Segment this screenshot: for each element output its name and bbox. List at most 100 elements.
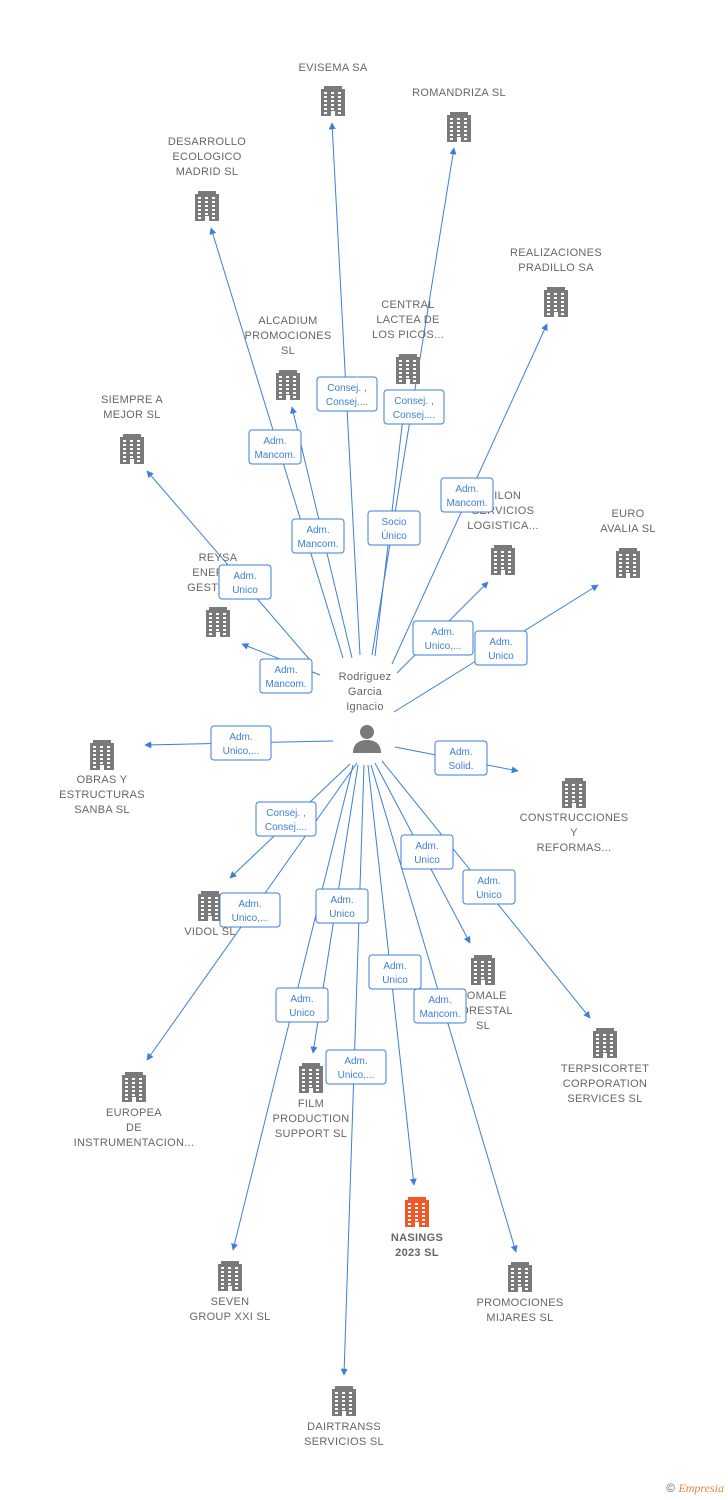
relation-box [259,658,313,694]
company-name-line: EVISEMA SA [298,62,367,74]
company-node-europea[interactable]: EUROPEADEINSTRUMENTACION... [74,1072,195,1149]
center-name-line: Garcia [348,686,383,698]
building-icon [195,191,219,221]
relation-label-line: Consej. , [266,808,305,819]
company-node-seven[interactable]: SEVEN GROUP XXI SL [189,1261,270,1323]
relation-label-evisema[interactable]: Consej. ,Consej.... [316,376,378,412]
building-icon [206,607,230,637]
relation-label-line: Consej. , [327,383,366,394]
relation-box [434,740,488,776]
company-name-line: REYSA [199,552,238,564]
relation-label-line: Adm. [229,732,252,743]
relation-label-vidol[interactable]: Consej. ,Consej.... [255,801,317,837]
relation-box [291,518,345,554]
company-name-line: GROUP XXI SL [189,1311,270,1323]
relation-label-seven[interactable]: Adm.Unico [275,987,329,1023]
relation-label-line: Unico,... [338,1070,375,1081]
company-node-milon[interactable]: MILONSERVICIOSLOGISTICA... [467,490,538,575]
footer-credit: © Empresia [666,1481,724,1496]
relation-box [316,376,378,412]
company-node-nasings[interactable]: NASINGS 2023 SL [391,1197,443,1259]
building-icon [562,778,586,808]
company-name-line: TERPSICORTET [561,1063,649,1075]
relation-label-line: Adm. [344,1056,367,1067]
relation-label-line: Socio [381,517,406,528]
relation-label-terpsicortet[interactable]: Adm.Unico [462,869,516,905]
building-icon [396,354,420,384]
building-icon [122,1072,146,1102]
relation-box [383,389,445,425]
company-name-line: SANBA SL [74,804,130,816]
center-name-line: Ignacio [346,701,384,713]
relation-label-line: Unico [382,975,408,986]
company-name-line: NASINGS [391,1232,443,1244]
company-name-line: REFORMAS... [537,842,612,854]
relation-label-line: Único [381,529,407,542]
relation-label-europea[interactable]: Adm.Unico,... [219,892,281,928]
relation-box [315,888,369,924]
company-name-line: EUROPEA [106,1107,162,1119]
building-icon [471,955,495,985]
company-name-line: PRODUCTION [273,1113,350,1125]
company-name-line: CONSTRUCCIONES [520,812,629,824]
relation-label-desarrollo[interactable]: Adm.Mancom. [248,429,302,465]
company-node-construcciones[interactable]: CONSTRUCCIONES Y REFORMAS... [520,778,629,854]
company-name-line: FORESTAL [453,1005,513,1017]
relation-label-nasings[interactable]: Adm.Unico [368,954,422,990]
relation-label-line: Unico [232,585,258,596]
relation-label-romandriza[interactable]: Consej. ,Consej.... [383,389,445,425]
relation-label-dairtranss[interactable]: Adm. Unico,... [325,1049,387,1085]
relation-label-reysa[interactable]: Adm.Mancom. [259,658,313,694]
company-node-vidol[interactable]: VIDOL SL [184,891,236,938]
relation-label-line: Adm. [233,571,256,582]
relation-label-siempre[interactable]: Adm. Unico [218,564,272,600]
relation-label-line: Adm. [477,876,500,887]
company-name-line: MADRID SL [176,166,239,178]
company-node-romandriza[interactable]: ROMANDRIZA SL [412,87,506,142]
company-name-line: 2023 SL [395,1247,439,1259]
relation-label-obras[interactable]: Adm.Unico,... [210,725,272,761]
relation-label-line: Adm. [415,841,438,852]
center-name-line: Rodriguez [339,671,392,683]
relation-label-line: Adm. [306,525,329,536]
brand-logo[interactable]: Empresia [678,1481,724,1495]
company-name-line: Y [570,827,578,839]
copyright-symbol: © [666,1481,676,1495]
company-name-line: ECOLOGICO [172,151,241,163]
company-name-line: SERVICES SL [567,1093,642,1105]
company-name-line: SERVICIOS SL [304,1436,384,1448]
relation-label-komale[interactable]: Adm.Unico [400,834,454,870]
company-node-evisema[interactable]: EVISEMA SA [298,62,368,116]
relation-label-film[interactable]: Adm.Unico [315,888,369,924]
company-name-line: SEVEN [211,1296,250,1308]
company-name-line: AVALIA SL [600,523,656,535]
relation-box [474,630,528,666]
center-person-node[interactable]: Rodriguez Garcia Ignacio [339,671,392,753]
relation-label-milon[interactable]: Adm.Unico,... [412,620,474,656]
relation-label-line: Adm. [290,994,313,1005]
company-name-line: PRADILLO SA [518,262,594,274]
relation-box [367,510,421,546]
relation-label-realizaciones[interactable]: Adm.Mancom. [440,477,494,513]
company-name-line: CENTRAL [381,299,434,311]
relation-label-promociones[interactable]: Adm.Mancom. [413,988,467,1024]
relation-label-alcadium[interactable]: Adm.Mancom. [291,518,345,554]
relation-label-euro[interactable]: Adm.Unico [474,630,528,666]
relation-label-line: Mancom. [254,450,295,461]
relation-label-construcciones[interactable]: Adm.Solid. [434,740,488,776]
company-name-line: LOGISTICA... [467,520,538,532]
relation-label-line: Adm. [489,637,512,648]
